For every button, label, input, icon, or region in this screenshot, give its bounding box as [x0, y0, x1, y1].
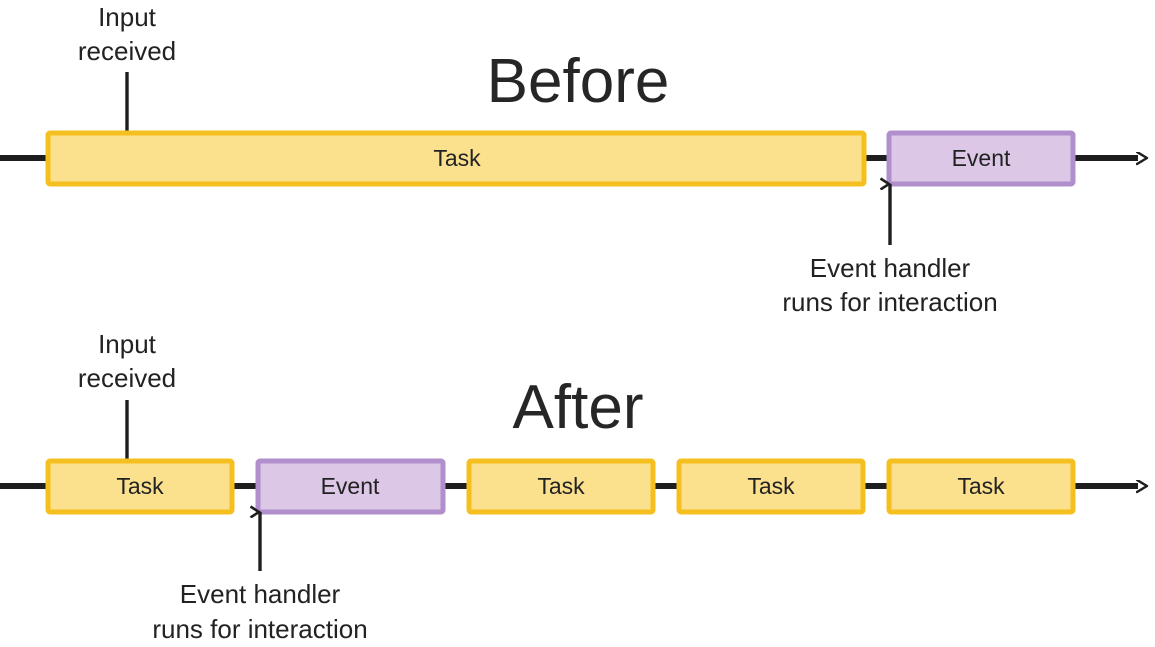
block-rect-event[interactable] [255, 458, 446, 515]
block-rect-task[interactable] [466, 458, 656, 515]
block-label-task: Task [747, 473, 795, 499]
block-label-event: Event [952, 145, 1011, 171]
handler-annotation-line2-before: runs for interaction [782, 287, 997, 317]
block-task-after-4[interactable]: Task [886, 458, 1076, 515]
section-after: After Input received Task Event [0, 329, 1138, 644]
block-task-before-0[interactable]: Task [45, 130, 867, 187]
block-task-after-2[interactable]: Task [466, 458, 656, 515]
block-label-task: Task [433, 145, 481, 171]
block-rect-task[interactable] [45, 130, 867, 187]
block-event-after-1[interactable]: Event [255, 458, 446, 515]
block-task-after-3[interactable]: Task [676, 458, 866, 515]
input-annotation-line2-before: received [78, 36, 176, 66]
section-title-after: After [513, 373, 644, 442]
input-annotation-line1-after: Input [98, 329, 157, 359]
block-event-before-1[interactable]: Event [886, 130, 1076, 187]
section-before: Before Input received Task Event Event h… [0, 2, 1138, 317]
block-label-event: Event [321, 473, 380, 499]
block-rect-task[interactable] [886, 458, 1076, 515]
handler-annotation-line1-after: Event handler [180, 579, 341, 609]
block-rect-task[interactable] [45, 458, 235, 515]
handler-annotation-line1-before: Event handler [810, 253, 971, 283]
input-annotation-line2-after: received [78, 363, 176, 393]
section-title-before: Before [487, 47, 670, 116]
block-label-task: Task [537, 473, 585, 499]
block-label-task: Task [957, 473, 1005, 499]
block-label-task: Task [116, 473, 164, 499]
block-rect-event[interactable] [886, 130, 1076, 187]
block-rect-task[interactable] [676, 458, 866, 515]
input-annotation-line1-before: Input [98, 2, 157, 32]
block-task-after-0[interactable]: Task [45, 458, 235, 515]
handler-annotation-line2-after: runs for interaction [152, 614, 367, 644]
